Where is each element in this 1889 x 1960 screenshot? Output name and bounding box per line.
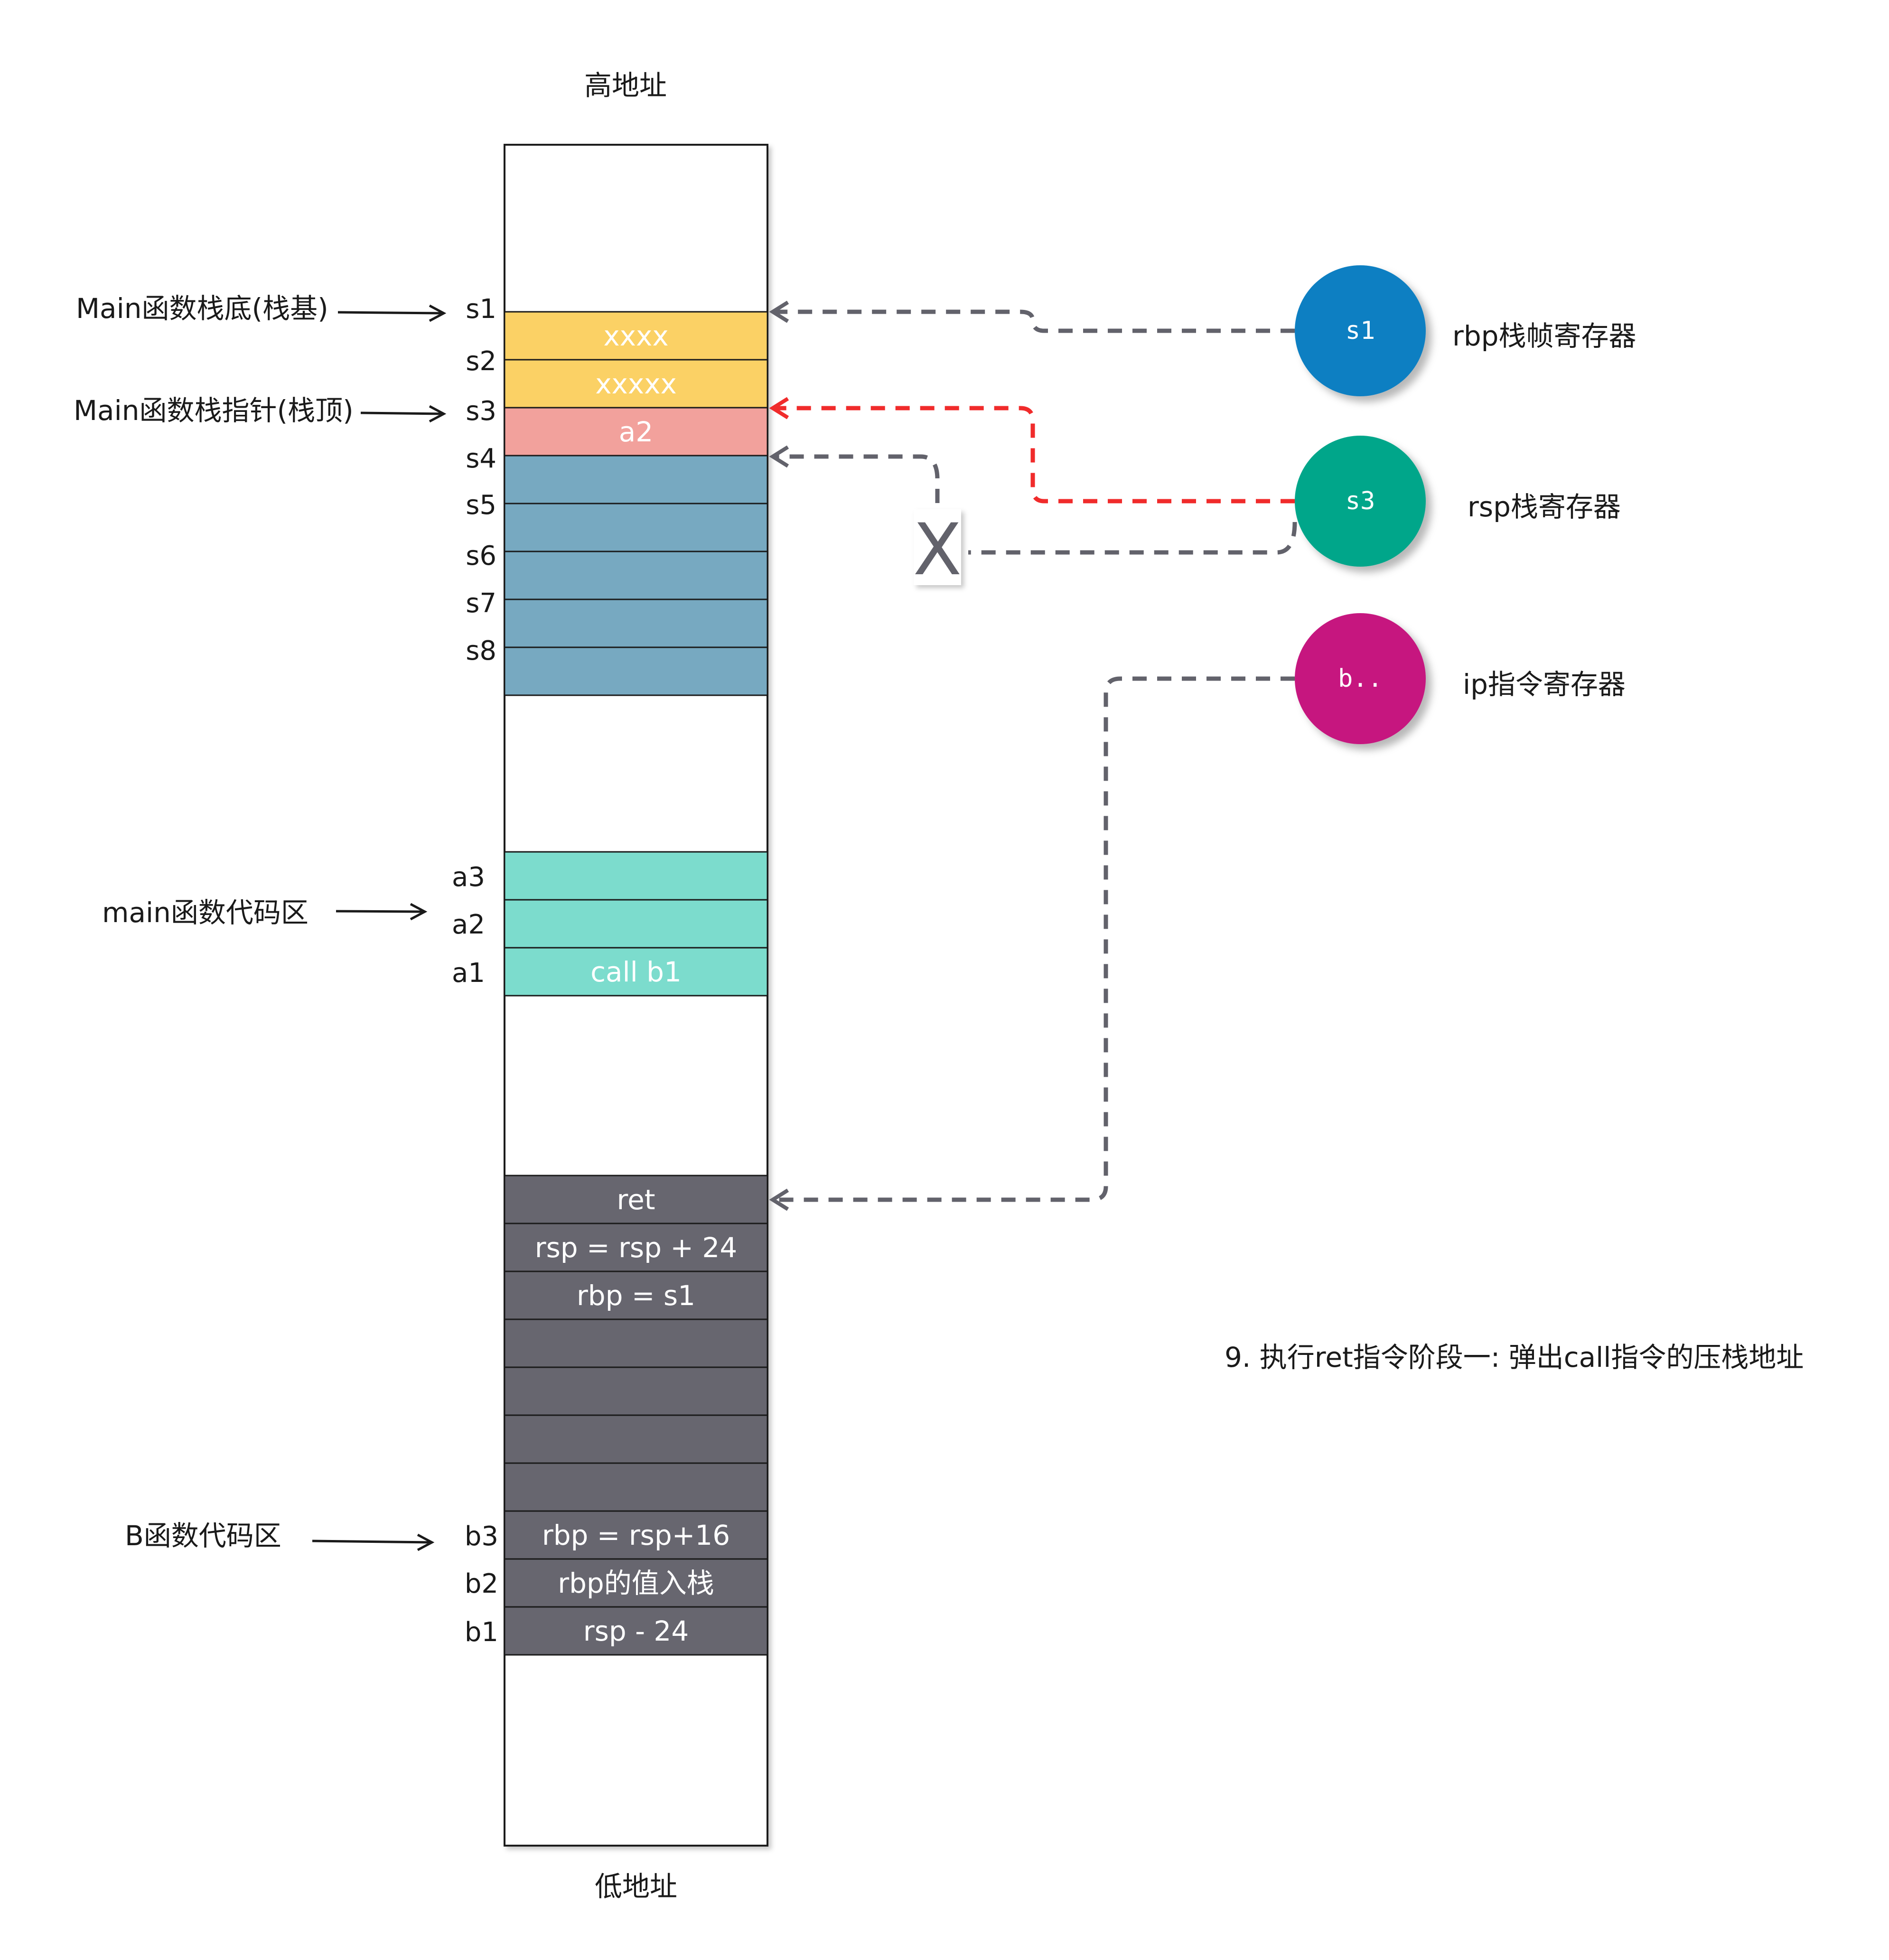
cell-a3 [504, 851, 768, 901]
rbp-register [1295, 265, 1426, 396]
rbp-pointer-line [774, 309, 1295, 333]
cell-s3 [504, 407, 768, 457]
ip-register-label: ip指令寄存器 [1463, 668, 1626, 700]
addr-b1: b1 [465, 1617, 498, 1648]
addr-s5: s5 [466, 490, 496, 521]
cell-rbp-set-text: rbp = s1 [577, 1279, 695, 1312]
cell-s2-text: xxxxx [595, 368, 677, 400]
main-stack-base-label: Main函数栈底(栈基) [76, 292, 328, 325]
cell-ret-text: ret [617, 1184, 655, 1216]
addr-a1: a1 [452, 958, 485, 989]
cell-ret [504, 1175, 768, 1224]
rsp-register [1295, 436, 1426, 567]
cell-s5 [504, 503, 768, 552]
cell-b1-text: rsp - 24 [583, 1615, 689, 1647]
ip-pointer-arrowhead [769, 1188, 789, 1211]
ip-register-value: b.. [1338, 664, 1383, 693]
rsp-pointer-arrowhead [769, 397, 789, 420]
rsp-pointer-line [774, 406, 1295, 504]
old-rsp-pointer-line [968, 522, 1297, 555]
cell-rsp-add-text: rsp = rsp + 24 [535, 1232, 738, 1264]
ip-register [1295, 613, 1426, 744]
cell-empty-1 [504, 1318, 768, 1368]
cell-s6 [504, 551, 768, 600]
addr-s8: s8 [466, 635, 496, 666]
b-code-label: B函数代码区 [125, 1520, 281, 1552]
b-code-arrow [312, 1533, 435, 1551]
cell-rbp-set [504, 1270, 768, 1320]
addr-s1: s1 [466, 294, 496, 325]
main-stack-ptr-arrow [360, 405, 447, 423]
cell-s3-text: a2 [619, 416, 653, 448]
rsp-register-value: s3 [1346, 487, 1375, 515]
high-address-label: 高地址 [584, 69, 667, 102]
rbp-pointer-arrowhead [769, 300, 789, 323]
step-caption: 9. 执行ret指令阶段一: 弹出call指令的压栈地址 [1225, 1341, 1804, 1373]
rbp-register-value: s1 [1346, 317, 1375, 345]
old-rsp-pointer-line-upper [774, 454, 940, 503]
ip-pointer-line [774, 676, 1295, 1202]
crossed-mark-box [914, 509, 961, 585]
addr-a2: a2 [452, 909, 485, 940]
cell-empty-3 [504, 1414, 768, 1464]
cell-s8 [504, 646, 768, 696]
addr-s7: s7 [466, 588, 496, 619]
addr-s2: s2 [466, 346, 496, 377]
rbp-register-label: rbp栈帧寄存器 [1452, 320, 1636, 352]
cell-b1 [504, 1606, 768, 1656]
cell-s7 [504, 598, 768, 648]
addr-b2: b2 [465, 1568, 498, 1599]
addr-a3: a3 [452, 862, 485, 893]
cell-a1-text: call b1 [590, 956, 682, 988]
addr-b3: b3 [465, 1521, 498, 1552]
addr-s6: s6 [466, 541, 496, 571]
low-address-label: 低地址 [595, 1870, 677, 1903]
main-code-label: main函数代码区 [102, 896, 309, 929]
main-stack-ptr-label: Main函数栈指针(栈顶) [74, 394, 354, 427]
addr-s4: s4 [466, 443, 496, 474]
cell-a2 [504, 899, 768, 949]
cell-empty-2 [504, 1366, 768, 1416]
main-code-arrow [336, 903, 428, 921]
addr-s3: s3 [466, 396, 496, 427]
cell-b2 [504, 1558, 768, 1608]
cell-s1 [504, 311, 768, 361]
cell-a1 [504, 947, 768, 997]
cell-s2 [504, 359, 768, 409]
cell-s4 [504, 455, 768, 504]
cell-s1-text: xxxx [603, 320, 668, 352]
rsp-register-label: rsp栈寄存器 [1468, 491, 1621, 523]
main-stack-base-arrow [337, 304, 447, 322]
cell-b3-text: rbp = rsp+16 [542, 1519, 730, 1551]
cell-empty-4 [504, 1462, 768, 1512]
crossed-mark: X [913, 509, 962, 591]
cell-b2-text: rbp的值入栈 [558, 1567, 714, 1599]
old-rsp-pointer-arrowhead [769, 445, 789, 468]
